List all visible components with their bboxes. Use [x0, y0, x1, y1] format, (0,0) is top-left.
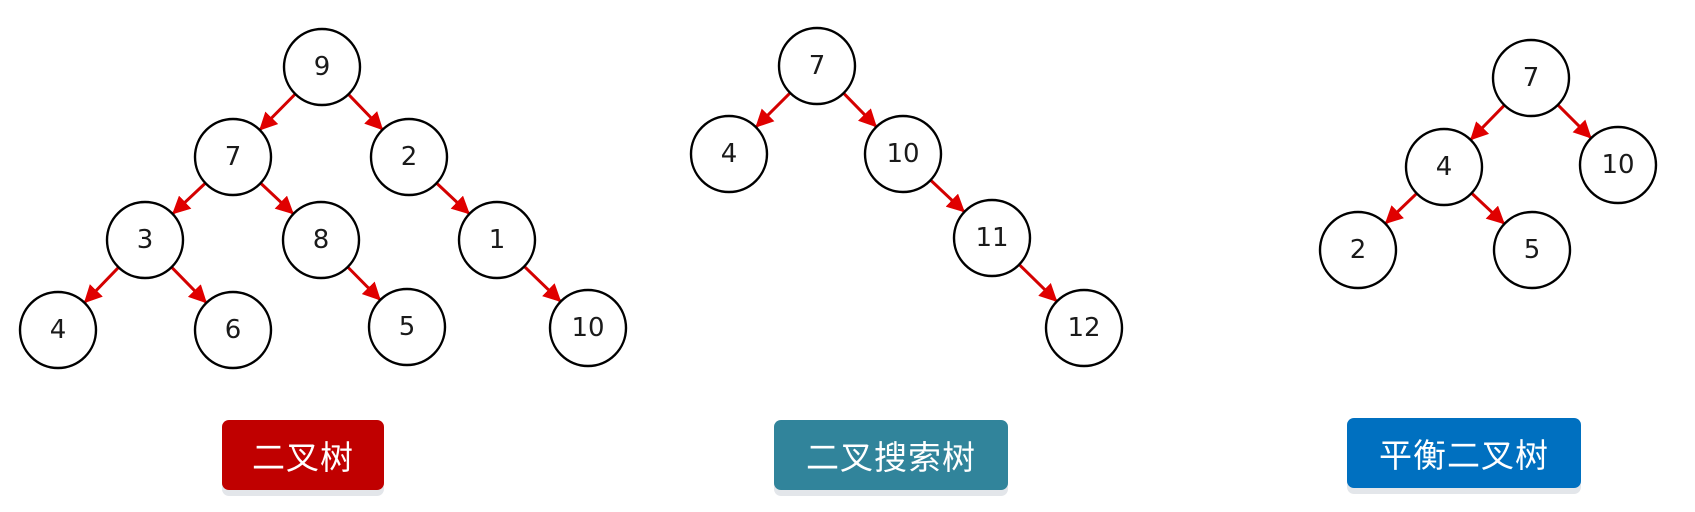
tree-node-label: 3 [137, 225, 154, 255]
edge-arrow [435, 182, 470, 215]
tree-node: 1 [457, 200, 537, 280]
tree-node-circle [689, 114, 769, 194]
binary-search-tree-title-badge: 二叉搜索树 [774, 420, 1008, 490]
tree-node: 6 [193, 290, 273, 370]
edge-arrow [1018, 263, 1058, 302]
tree-node: 5 [367, 287, 447, 367]
edge-arrow [1470, 104, 1506, 141]
tree-node-label: 5 [1524, 235, 1541, 265]
balanced-binary-tree-title: 平衡二叉树 [1379, 436, 1549, 475]
tree-node-circle [1492, 210, 1572, 290]
tree-node: 7 [193, 117, 273, 197]
tree-node-circle [18, 290, 98, 370]
balanced-binary-tree-title-badge: 平衡二叉树 [1347, 418, 1581, 488]
nodes-layer: 9 7 2 3 8 1 4 6 5 10 7 4 10 11 12 7 4 10 2 5 [18, 26, 1658, 370]
tree-node-label: 4 [721, 139, 738, 169]
tree-node: 10 [863, 114, 943, 194]
tree-node-circle [1578, 125, 1658, 205]
tree-node: 8 [281, 200, 361, 280]
tree-node-label: 7 [809, 51, 826, 81]
tree-node: 4 [1404, 127, 1484, 207]
tree-node-circle [457, 200, 537, 280]
tree-node-circle [863, 114, 943, 194]
tree-node-label: 10 [1601, 150, 1634, 180]
tree-node: 12 [1044, 288, 1124, 368]
binary-tree-title-badge: 二叉树 [222, 420, 384, 490]
edge-arrow [346, 265, 381, 301]
tree-node: 4 [18, 290, 98, 370]
tree-node-circle [282, 27, 362, 107]
edge-arrow [170, 266, 207, 304]
tree-node-circle [1491, 38, 1571, 118]
edge-arrow [1470, 192, 1505, 225]
tree-node: 10 [548, 288, 628, 368]
tree-node-label: 9 [314, 52, 331, 82]
tree-node-circle [548, 288, 628, 368]
tree-node-label: 1 [489, 225, 506, 255]
tree-node-label: 11 [975, 223, 1008, 253]
edge-arrow [259, 92, 297, 131]
edge-arrow [83, 266, 120, 304]
tree-node-label: 7 [1523, 63, 1540, 93]
tree-node: 2 [1318, 210, 1398, 290]
edge-arrow [1556, 103, 1592, 139]
tree-node-circle [193, 290, 273, 370]
tree-node: 7 [777, 26, 857, 106]
edge-arrow [347, 93, 384, 131]
tree-node-circle [281, 200, 361, 280]
tree-node-circle [1318, 210, 1398, 290]
tree-node-label: 2 [401, 142, 418, 172]
tree-node: 7 [1491, 38, 1571, 118]
tree-node: 9 [282, 27, 362, 107]
tree-node: 5 [1492, 210, 1572, 290]
binary-search-tree-title: 二叉搜索树 [806, 438, 976, 477]
tree-node-label: 6 [225, 315, 242, 345]
tree-node-circle [1404, 127, 1484, 207]
tree-node: 3 [105, 200, 185, 280]
tree-node-label: 2 [1350, 235, 1367, 265]
edge-arrow [755, 91, 792, 128]
tree-node-label: 7 [225, 142, 242, 172]
tree-node-circle [105, 200, 185, 280]
edge-arrow [259, 182, 294, 215]
tree-node-label: 12 [1067, 313, 1100, 343]
tree-node-circle [1044, 288, 1124, 368]
tree-node-label: 4 [1436, 152, 1453, 182]
tree-node-circle [367, 287, 447, 367]
tree-node-label: 10 [886, 139, 919, 169]
tree-node: 10 [1578, 125, 1658, 205]
tree-node: 4 [689, 114, 769, 194]
binary-tree-title: 二叉树 [252, 438, 354, 477]
tree-node-label: 5 [399, 312, 416, 342]
tree-node-label: 10 [571, 313, 604, 343]
tree-node: 2 [369, 117, 449, 197]
edge-arrow [523, 265, 562, 303]
tree-node-circle [369, 117, 449, 197]
tree-node-circle [777, 26, 857, 106]
edge-arrow [172, 182, 207, 215]
tree-node-circle [193, 117, 273, 197]
edge-arrow [1384, 192, 1418, 225]
edge-arrow [842, 92, 877, 128]
edge-arrow [929, 179, 965, 213]
tree-node-label: 4 [50, 315, 67, 345]
edges-layer [83, 91, 1592, 304]
tree-node: 11 [952, 198, 1032, 278]
tree-node-label: 8 [313, 225, 330, 255]
tree-node-circle [952, 198, 1032, 278]
